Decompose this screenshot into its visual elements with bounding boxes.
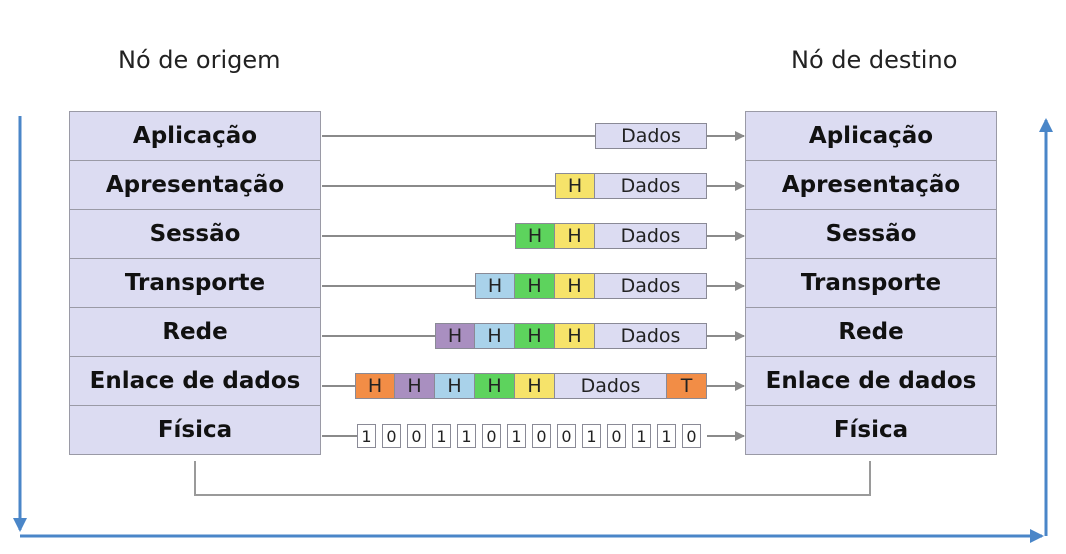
transport-header: H <box>475 273 515 299</box>
bit-cell: 0 <box>682 424 701 448</box>
source-layer-data-link: Enlace de dados <box>69 356 321 406</box>
bit-cell: 1 <box>582 424 601 448</box>
source-layer-application: Aplicação <box>69 111 321 161</box>
destination-layer-session: Sessão <box>745 209 997 259</box>
bit-cell: 0 <box>532 424 551 448</box>
source-layer-transport: Transporte <box>69 258 321 308</box>
bit-cell: 1 <box>357 424 376 448</box>
destination-layer-physical: Física <box>745 405 997 455</box>
source-node-title: Nó de origem <box>118 46 281 74</box>
data-block-application: Dados <box>595 123 707 149</box>
data-link-trailer: T <box>666 373 707 399</box>
session-header: H <box>514 273 555 299</box>
session-header: H <box>474 373 515 399</box>
transport-header: H <box>434 373 475 399</box>
bit-cell: 1 <box>432 424 451 448</box>
bit-cell: 1 <box>632 424 651 448</box>
bit-cell: 0 <box>382 424 401 448</box>
destination-layer-stack: Aplicação Apresentação Sessão Transporte… <box>745 111 997 455</box>
bit-cell: 0 <box>557 424 576 448</box>
data-link-header: H <box>355 373 395 399</box>
presentation-header: H <box>514 373 555 399</box>
session-header: H <box>514 323 555 349</box>
bit-cell: 0 <box>607 424 626 448</box>
source-layer-physical: Física <box>69 405 321 455</box>
destination-node-title: Nó de destino <box>791 46 958 74</box>
source-layer-presentation: Apresentação <box>69 160 321 210</box>
session-header: H <box>515 223 555 249</box>
network-header: H <box>435 323 475 349</box>
presentation-header: H <box>554 323 595 349</box>
presentation-header: H <box>554 223 595 249</box>
data-block-presentation: Dados <box>594 173 707 199</box>
presentation-header: H <box>554 273 595 299</box>
bit-cell: 1 <box>507 424 526 448</box>
destination-layer-data-link: Enlace de dados <box>745 356 997 406</box>
transport-header: H <box>474 323 515 349</box>
bit-cell: 0 <box>482 424 501 448</box>
data-block-transport: Dados <box>594 273 707 299</box>
network-header: H <box>394 373 435 399</box>
data-block-session: Dados <box>594 223 707 249</box>
destination-layer-transport: Transporte <box>745 258 997 308</box>
bit-cell: 1 <box>657 424 676 448</box>
bit-cell: 1 <box>457 424 476 448</box>
destination-layer-presentation: Apresentação <box>745 160 997 210</box>
presentation-header: H <box>555 173 595 199</box>
data-block-data-link: Dados <box>554 373 667 399</box>
source-layer-stack: Aplicação Apresentação Sessão Transporte… <box>69 111 321 455</box>
bit-cell: 0 <box>407 424 426 448</box>
data-block-network: Dados <box>594 323 707 349</box>
source-layer-network: Rede <box>69 307 321 357</box>
physical-link-line <box>194 461 871 496</box>
